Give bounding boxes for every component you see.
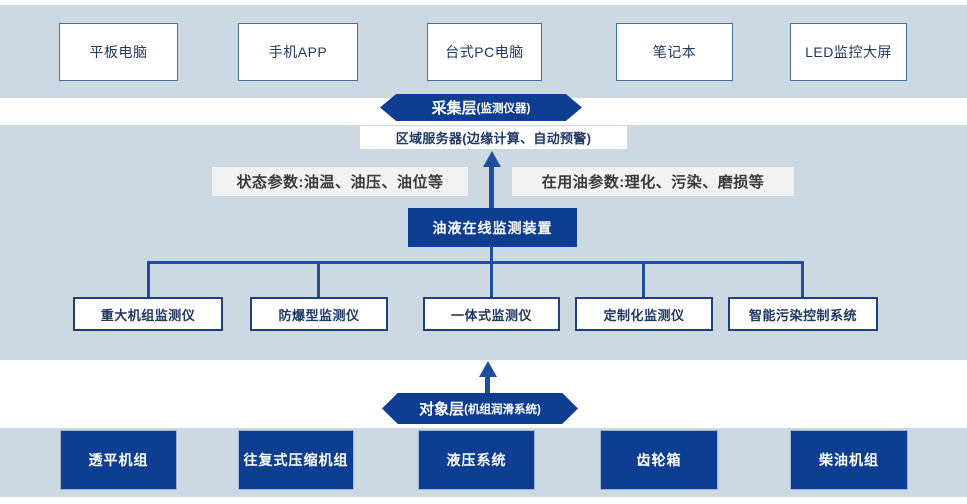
equipment-box-reciprocating-compressor: 往复式压缩机组 (238, 430, 354, 490)
oil-params-label: 在用油参数:理化、污染、磨损等 (512, 167, 794, 196)
connector-line (801, 262, 804, 297)
object-layer-banner: 对象层 (机组润滑系统) (382, 393, 578, 424)
object-layer-subtitle: (机组润滑系统) (464, 403, 541, 416)
up-arrow-shaft (489, 165, 494, 208)
top-device-phone-app: 手机APP (238, 23, 358, 81)
equipment-box-diesel-unit: 柴油机组 (790, 430, 908, 490)
equipment-box-gearbox: 齿轮箱 (600, 430, 718, 490)
instrument-box-explosion-proof-monitor: 防爆型监测仪 (250, 297, 388, 331)
up-arrow-icon (479, 361, 497, 377)
object-layer-title: 对象层 (419, 401, 465, 418)
connector-line (317, 262, 320, 297)
edge-server-box: 区域服务器(边缘计算、自动预警) (360, 126, 627, 149)
top-device-laptop: 笔记本 (616, 23, 733, 81)
connector-line (490, 262, 493, 297)
connector-line (147, 261, 804, 264)
top-device-led-screen: LED监控大屏 (790, 23, 907, 81)
up-arrow-shaft (485, 375, 490, 393)
status-params-label: 状态参数:油温、油压、油位等 (212, 167, 468, 196)
top-device-desktop-pc: 台式PC电脑 (427, 23, 542, 81)
up-arrow-icon (483, 151, 501, 167)
instrument-box-integrated-monitor: 一体式监测仪 (423, 297, 560, 331)
collection-layer-subtitle: (监测仪器) (476, 102, 531, 115)
connector-line (642, 262, 645, 297)
top-device-tablet: 平板电脑 (59, 23, 178, 81)
collection-layer-banner: 采集层(监测仪器) (380, 94, 582, 121)
collection-layer-title: 采集层 (431, 100, 477, 117)
connector-line (147, 262, 150, 297)
connector-line (490, 246, 493, 262)
online-monitor-box: 油液在线监测装置 (408, 208, 577, 247)
equipment-box-hydraulic-system: 液压系统 (418, 430, 535, 490)
instrument-box-pollution-control: 智能污染控制系统 (728, 297, 878, 331)
instrument-box-customized-monitor: 定制化监测仪 (575, 297, 713, 331)
equipment-box-turbine-unit: 透平机组 (60, 430, 177, 490)
instrument-box-major-unit-monitor: 重大机组监测仪 (73, 297, 223, 331)
